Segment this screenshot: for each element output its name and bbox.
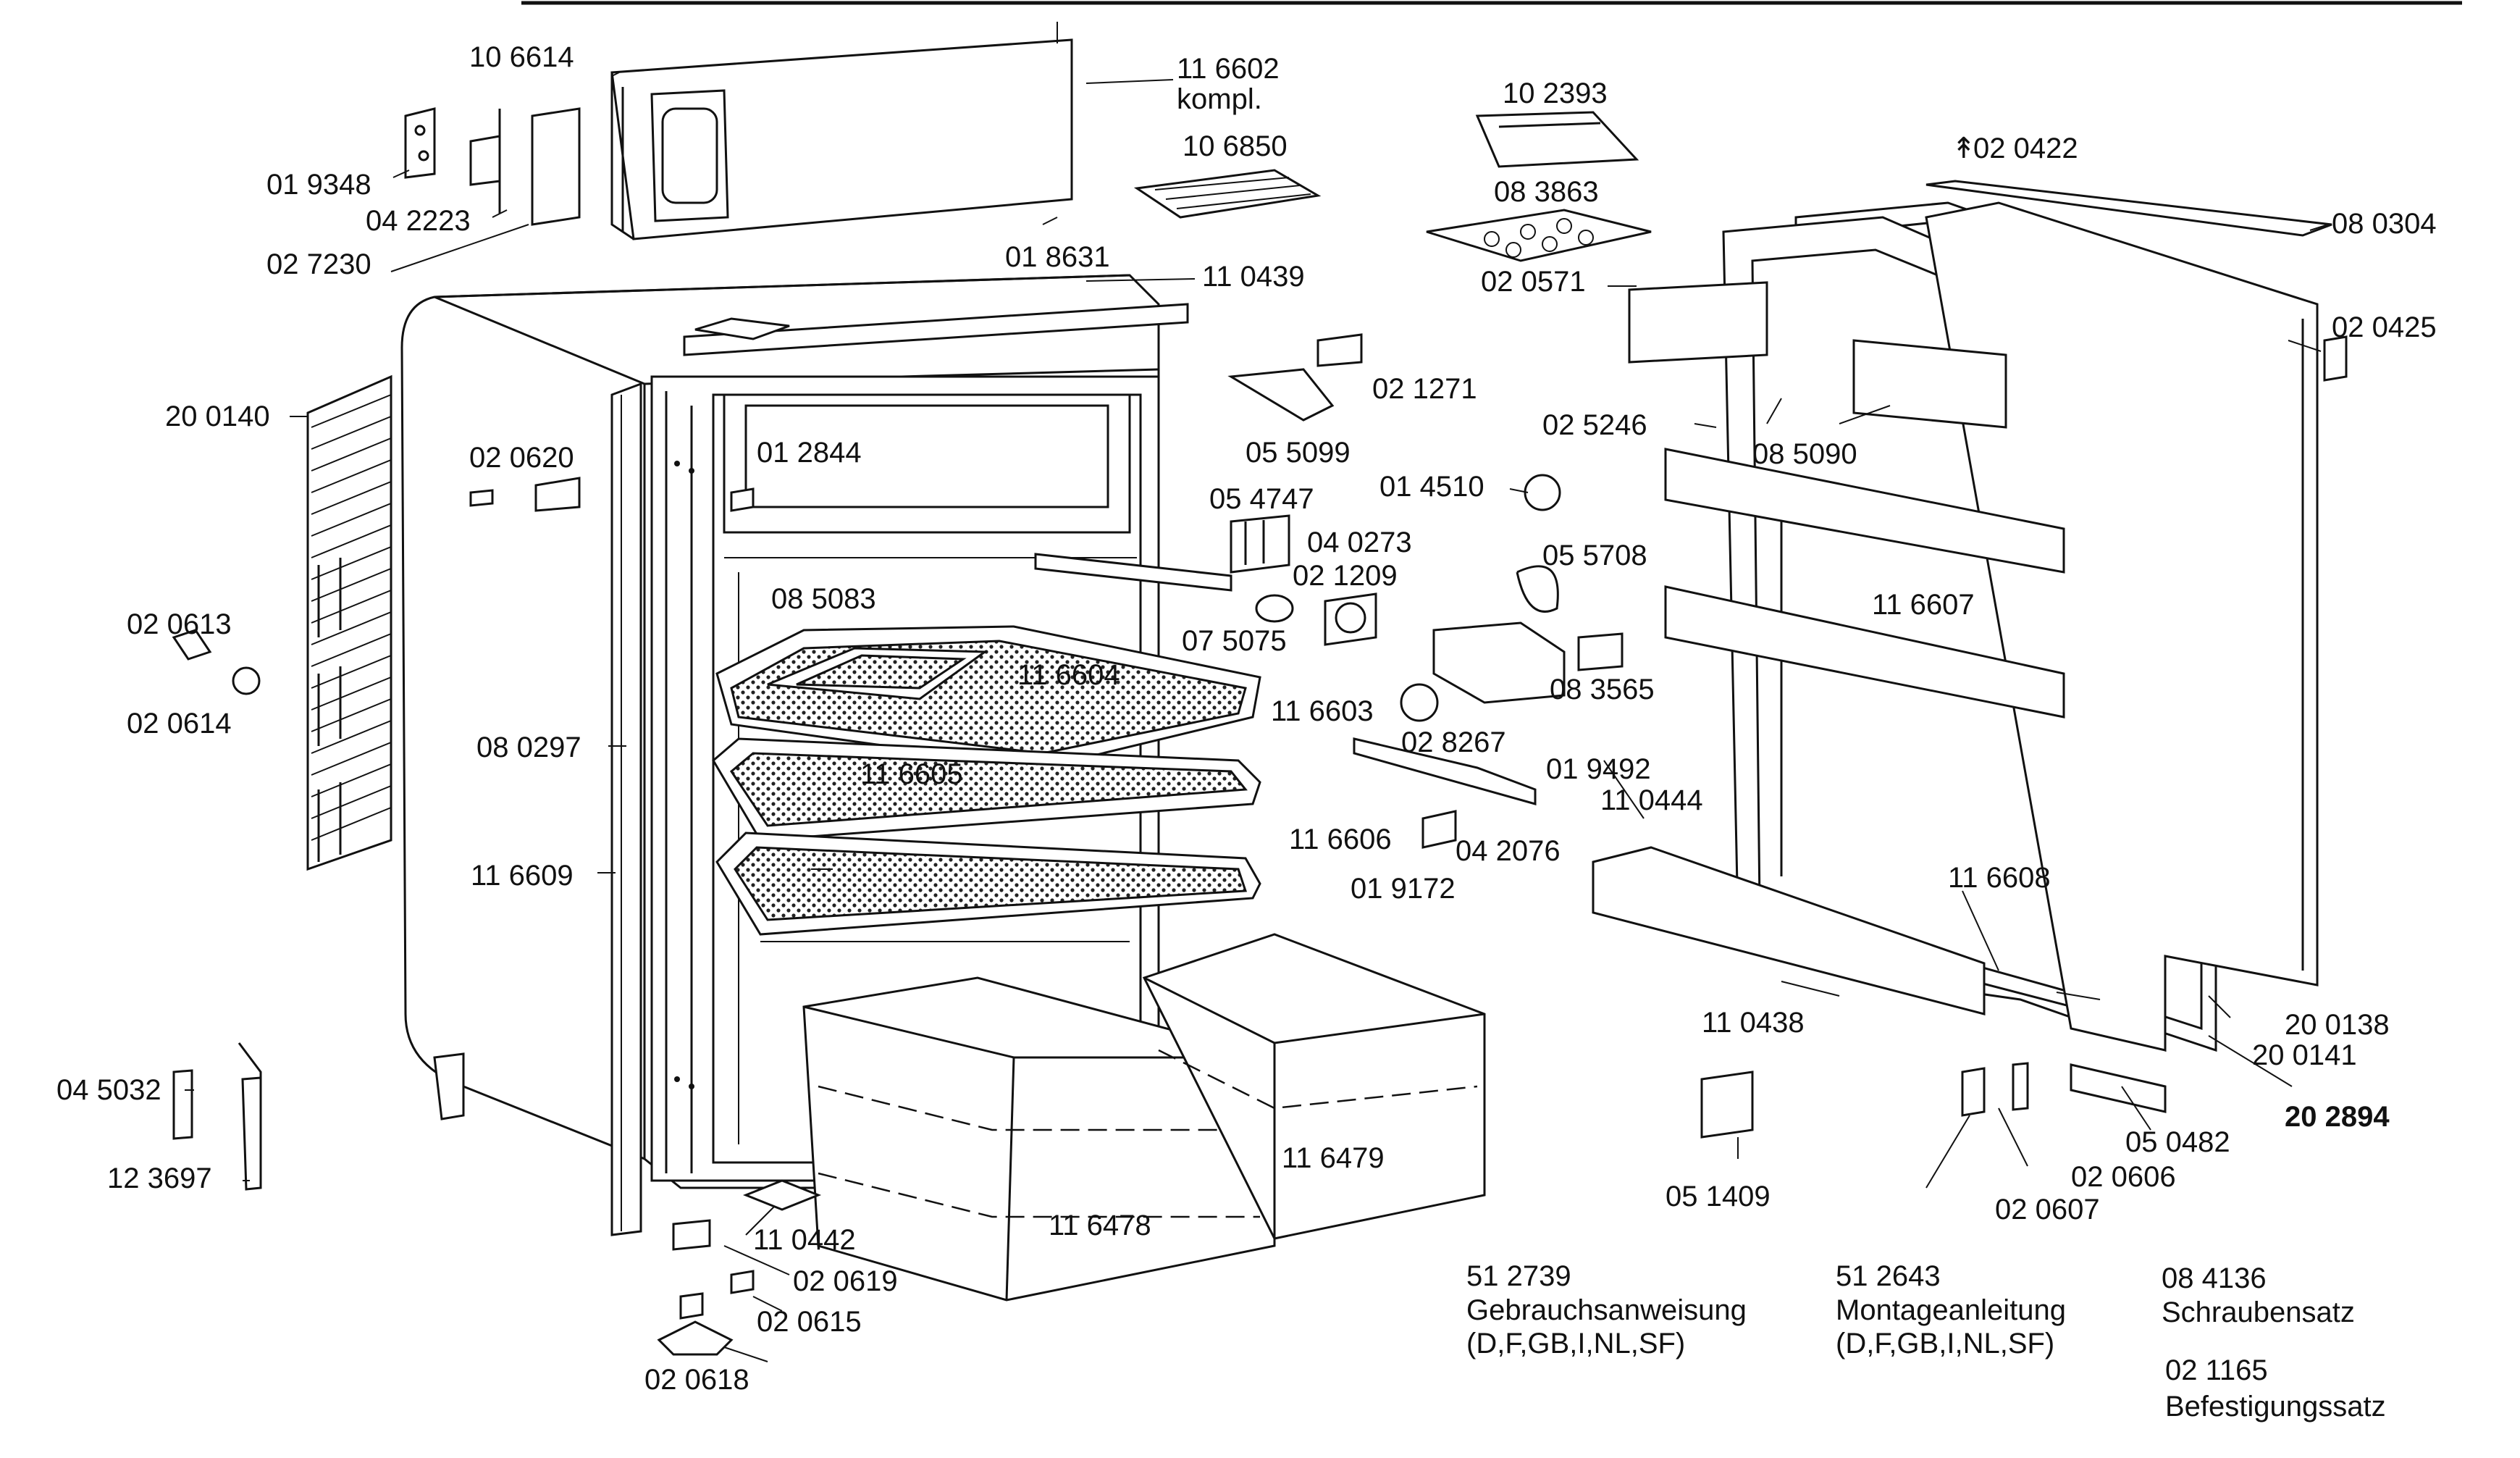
label-10-2393: 10 2393: [1503, 77, 1608, 109]
doc-title: Schraubensatz: [2162, 1296, 2355, 1328]
part-labels: 10 6614 11 6602 kompl. 10 2393 ↟ 02 0422…: [56, 41, 2437, 1396]
label-11-0442: 11 0442: [753, 1224, 856, 1256]
label-05-4747: 05 4747: [1209, 483, 1314, 515]
label-02-0615: 02 0615: [757, 1306, 862, 1338]
label-12-3697: 12 3697: [107, 1162, 212, 1194]
hinge-parts-bottom-right: [1700, 1062, 2167, 1139]
doc-languages: (D,F,GB,I,NL,SF): [1466, 1328, 1685, 1359]
doc-number: 02 1165: [2165, 1354, 2268, 1386]
shelf-11-6606: [715, 831, 1261, 936]
label-01-9492: 01 9492: [1546, 753, 1651, 785]
condenser-grid: [306, 374, 392, 871]
label-10-6850: 10 6850: [1183, 130, 1288, 162]
doc-number: 08 4136: [2162, 1262, 2267, 1294]
label-10-6614: 10 6614: [469, 41, 574, 73]
label-05-1409: 05 1409: [1666, 1181, 1771, 1212]
crisper-11-6478: [802, 976, 1276, 1302]
label-11-6606: 11 6606: [1289, 824, 1392, 855]
doc-languages: (D,F,GB,I,NL,SF): [1836, 1328, 2054, 1359]
egg-tray-08-3863: [1426, 209, 1652, 262]
label-01-9172: 01 9172: [1351, 873, 1456, 905]
label-02-1271: 02 1271: [1372, 373, 1477, 405]
label-02-0425: 02 0425: [2332, 311, 2437, 343]
label-01-2844: 01 2844: [757, 437, 862, 469]
doc-number: 51 2643: [1836, 1260, 1941, 1292]
documentation-block: 51 2739 Gebrauchsanweisung (D,F,GB,I,NL,…: [1466, 1260, 2386, 1423]
label-11-6479: 11 6479: [1282, 1142, 1385, 1174]
label-02-5246: 02 5246: [1542, 409, 1647, 441]
label-kompl: kompl.: [1177, 83, 1262, 115]
label-08-5090: 08 5090: [1752, 438, 1857, 470]
label-04-2076: 04 2076: [1456, 835, 1561, 867]
bottom-small-parts: [172, 477, 822, 1356]
label-11-6607: 11 6607: [1872, 589, 1975, 621]
shelf-11-6605: [712, 737, 1261, 842]
label-01-8631: 01 8631: [1005, 241, 1110, 273]
door-seal-20-0138: [1925, 201, 2319, 1052]
label-02-8267: 02 8267: [1401, 726, 1506, 758]
label-07-5075: 07 5075: [1182, 625, 1287, 657]
label-11-6478: 11 6478: [1049, 1210, 1151, 1241]
label-04-0273: 04 0273: [1307, 527, 1412, 558]
doc-number: 51 2739: [1466, 1260, 1571, 1292]
label-04-2223: 04 2223: [366, 205, 471, 237]
shelf-11-6604: [715, 625, 1261, 769]
ice-tray-10-6850: [1133, 169, 1322, 219]
label-08-3863: 08 3863: [1494, 176, 1599, 208]
label-05-5708: 05 5708: [1542, 540, 1647, 571]
label-01-4510: 01 4510: [1379, 471, 1484, 503]
label-02-0618: 02 0618: [644, 1364, 749, 1396]
leader-lines: [185, 72, 2329, 1362]
handle-02-0425: [2323, 335, 2348, 382]
top-strip-08-0304: [1925, 180, 2332, 237]
thermostat-lamp-parts: [1227, 333, 1624, 849]
label-01-9348: 01 9348: [266, 169, 371, 201]
doc-title: Befestigungssatz: [2165, 1391, 2386, 1423]
label-20-0141: 20 0141: [2252, 1039, 2357, 1071]
label-11-6608: 11 6608: [1948, 862, 2051, 894]
label-11-0444: 11 0444: [1600, 784, 1703, 816]
label-02-7230: 02 7230: [266, 248, 371, 280]
label-08-5083: 08 5083: [771, 583, 876, 615]
label-02-0613: 02 0613: [127, 608, 232, 640]
freezer-door-11-6602: [610, 22, 1073, 240]
label-02-1209: 02 1209: [1293, 560, 1398, 592]
label-02-0422: 02 0422: [1973, 133, 2078, 164]
doc-title: Montageanleitung: [1836, 1294, 2066, 1326]
label-20-2894: 20 2894: [2285, 1101, 2390, 1133]
label-08-3565: 08 3565: [1550, 674, 1655, 705]
door-shelves: [1592, 281, 2065, 1015]
label-02-0606: 02 0606: [2071, 1161, 2176, 1193]
label-11-6609: 11 6609: [471, 860, 574, 892]
label-11-6605: 11 6605: [860, 758, 963, 790]
label-02-0607: 02 0607: [1995, 1194, 2100, 1226]
bottle-10-2393: [1475, 111, 1639, 168]
label-11-0438: 11 0438: [1702, 1007, 1805, 1039]
label-04-5032: 04 5032: [56, 1074, 161, 1106]
label-20-0140: 20 0140: [165, 401, 270, 432]
hinge-parts-upper-left: [404, 107, 581, 226]
doc-title: Gebrauchsanweisung: [1466, 1294, 1747, 1326]
label-02-0619: 02 0619: [793, 1265, 898, 1297]
label-08-0304: 08 0304: [2332, 208, 2437, 240]
label-11-6603: 11 6603: [1271, 695, 1374, 727]
crisper-11-6479: [1142, 933, 1486, 1240]
label-02-0614: 02 0614: [127, 708, 232, 740]
label-08-0297: 08 0297: [476, 732, 581, 763]
label-20-0138: 20 0138: [2285, 1009, 2390, 1041]
label-11-6602: 11 6602: [1177, 53, 1280, 85]
label-11-6604: 11 6604: [1017, 659, 1120, 691]
label-02-0620: 02 0620: [469, 442, 574, 474]
label-05-0482: 05 0482: [2125, 1126, 2230, 1158]
label-05-5099: 05 5099: [1246, 437, 1351, 469]
label-02-0571: 02 0571: [1481, 266, 1586, 298]
label-11-0439: 11 0439: [1202, 261, 1305, 293]
shelf-bar-07-5075: [1034, 553, 1232, 592]
arrow-up-icon: ↟: [1952, 133, 1976, 164]
